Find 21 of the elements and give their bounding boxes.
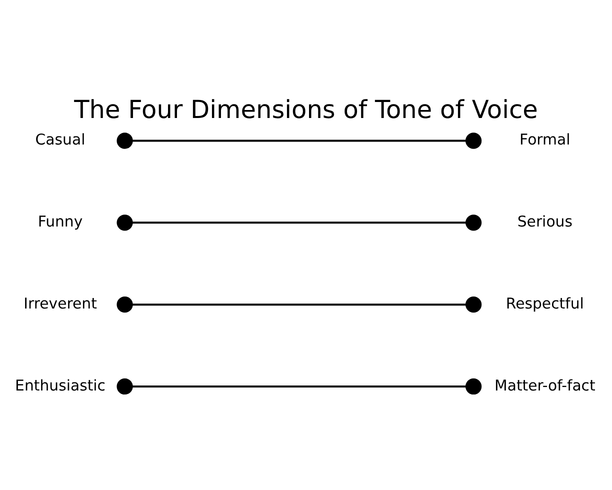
node-circle xyxy=(465,132,482,149)
connector xyxy=(132,386,466,388)
node-circle xyxy=(465,214,482,231)
connector xyxy=(132,222,466,224)
node-label: Enthusiastic xyxy=(15,376,106,394)
node-circle xyxy=(116,378,133,395)
node-label: Irreverent xyxy=(24,294,97,312)
node-label: Matter-of-fact xyxy=(494,376,596,394)
node-label: Casual xyxy=(35,130,86,149)
node-circle xyxy=(116,296,133,313)
node-label: Serious xyxy=(517,212,572,231)
node-circle xyxy=(116,132,133,149)
node-circle xyxy=(465,378,482,395)
connector xyxy=(132,304,466,306)
node-label: Formal xyxy=(520,130,570,149)
connector xyxy=(132,140,466,142)
node-label: Funny xyxy=(38,212,83,231)
node-label: Respectful xyxy=(506,294,584,312)
diagram-title: The Four Dimensions of Tone of Voice xyxy=(74,94,538,124)
node-circle xyxy=(116,214,133,231)
node-circle xyxy=(465,296,482,313)
